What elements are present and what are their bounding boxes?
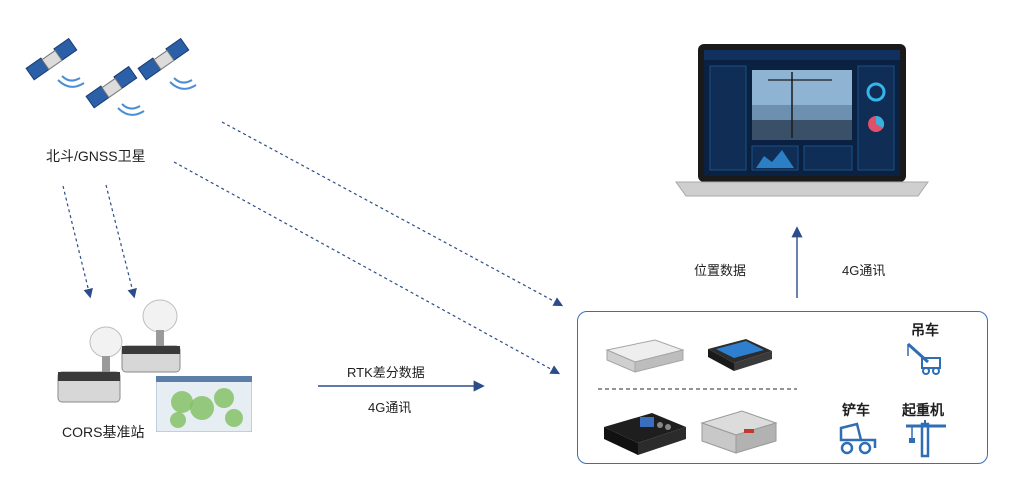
controller-unit-icon	[604, 413, 686, 455]
position-label: 位置数据	[694, 263, 747, 278]
loader-icon	[839, 422, 877, 455]
coverage-map-icon	[156, 376, 252, 432]
satellite-icon	[25, 37, 78, 81]
satellite-group	[25, 37, 197, 116]
rtk-comm-label: 4G通讯	[368, 400, 412, 415]
loader-label: 铲车	[842, 402, 870, 418]
terminal-device-icon	[605, 339, 685, 373]
uplink-comm-label: 4G通讯	[842, 263, 886, 278]
sat-to-device-arrow-2	[173, 161, 561, 375]
gnss-receiver-icon	[708, 339, 772, 371]
tower-crane-icon	[906, 420, 946, 458]
sat-to-cors-arrow-2	[105, 184, 137, 299]
laptop-dashboard-icon	[675, 44, 929, 197]
base-module-icon	[700, 410, 778, 454]
sat-to-device-arrow-1	[221, 121, 564, 307]
sat-to-cors-arrow-1	[62, 185, 93, 299]
onboard-device-box	[577, 311, 988, 464]
satellite-icon	[85, 65, 138, 109]
cors-label: CORS基准站	[62, 424, 145, 440]
rtk-label: RTK差分数据	[347, 365, 425, 380]
cors-station-icon	[57, 299, 181, 403]
crane-truck-icon	[906, 342, 941, 375]
satellite-label: 北斗/GNSS卫星	[46, 148, 146, 164]
crane-label: 吊车	[911, 322, 939, 338]
tower-crane-label: 起重机	[902, 402, 944, 418]
satellite-icon	[137, 37, 190, 81]
